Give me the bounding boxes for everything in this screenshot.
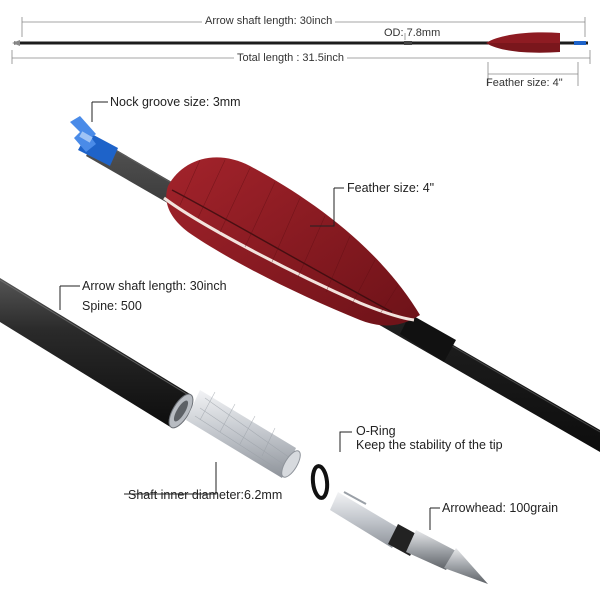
mini-tip bbox=[12, 40, 20, 46]
shaft-length-label: Arrow shaft length: 30inch bbox=[82, 279, 227, 293]
shaft-inner-diameter-label: Shaft inner diameter:6.2mm bbox=[128, 488, 283, 502]
mini-nock bbox=[574, 41, 586, 45]
nock-icon bbox=[70, 116, 118, 166]
insert-leader bbox=[124, 462, 217, 495]
shaft-closeup bbox=[0, 278, 194, 429]
feather-size-label: Feather size: 4" bbox=[347, 181, 435, 195]
arrowhead-icon bbox=[330, 491, 488, 584]
spec-total-length: Total length : 31.5inch bbox=[234, 51, 348, 65]
arrowhead-label: Arrowhead: 100grain bbox=[442, 501, 559, 515]
mini-feather-top bbox=[486, 32, 560, 43]
mini-od-mark bbox=[404, 41, 412, 45]
spec-bar-arrow bbox=[12, 32, 588, 53]
spine-label: Spine: 500 bbox=[82, 299, 142, 313]
feather-vane bbox=[163, 157, 420, 326]
nock-groove-label: Nock groove size: 3mm bbox=[110, 95, 241, 109]
o-ring-description: Keep the stability of the tip bbox=[356, 438, 503, 452]
insert-icon bbox=[186, 390, 301, 478]
spec-feather-size: Feather size: 4" bbox=[486, 77, 563, 89]
mini-feather-bottom bbox=[486, 43, 560, 53]
spec-shaft-length: Arrow shaft length: 30inch bbox=[202, 14, 336, 28]
o-ring-leader bbox=[339, 431, 352, 452]
feather-leader bbox=[310, 188, 335, 227]
spec-outer-diameter: OD: 7.8mm bbox=[384, 27, 441, 39]
o-ring-title: O-Ring bbox=[356, 424, 396, 438]
fletch-wrap bbox=[400, 314, 456, 362]
o-ring-icon bbox=[310, 464, 330, 500]
